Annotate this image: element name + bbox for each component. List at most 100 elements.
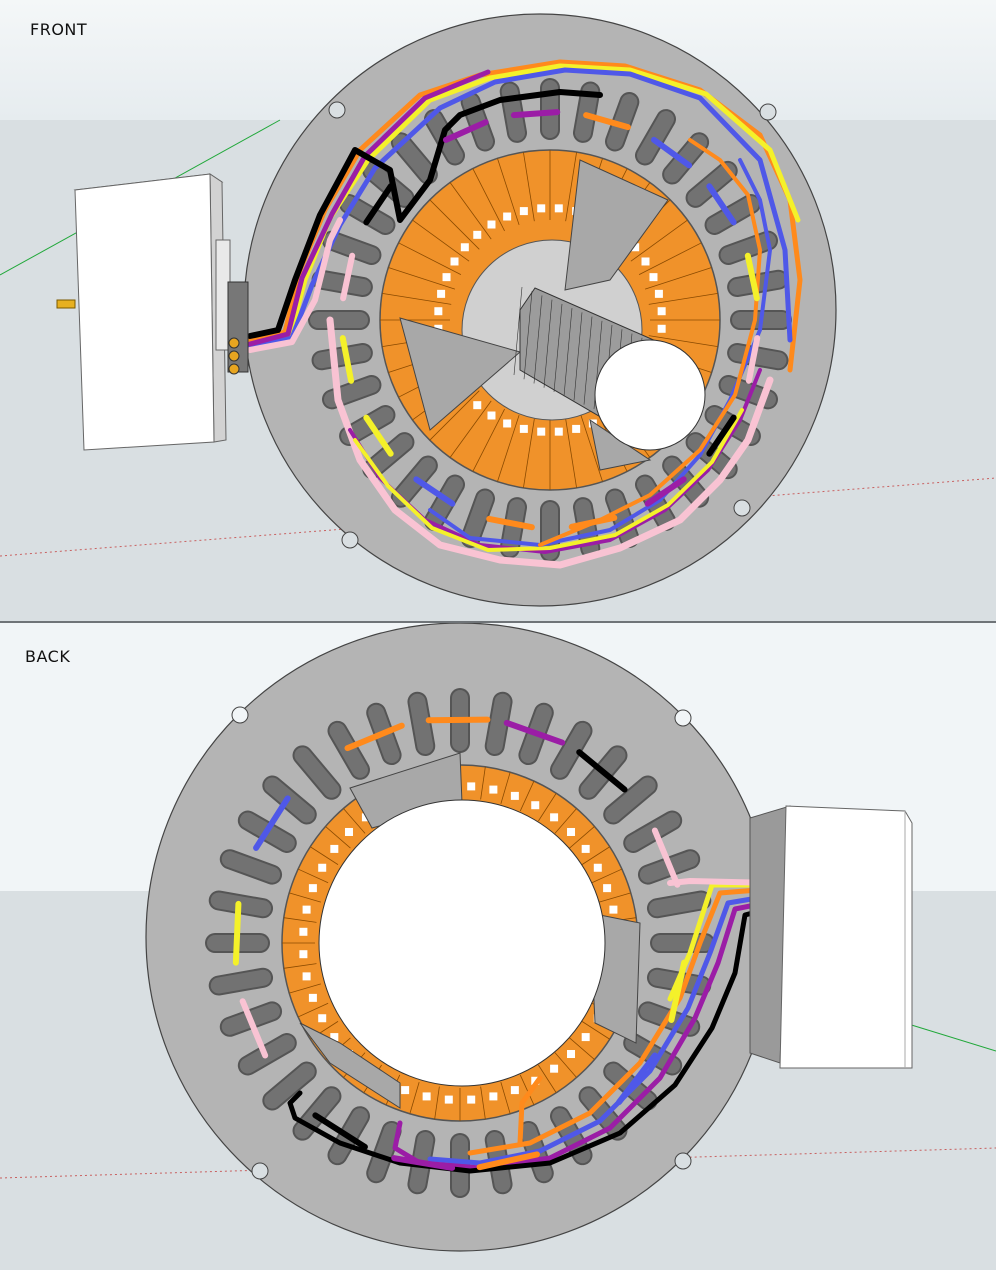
stator-slot-inner <box>294 747 340 798</box>
slot-jumper <box>253 795 291 851</box>
tooth-edge <box>599 892 631 903</box>
back-view-label: BACK <box>25 647 71 666</box>
slot-jumper <box>363 183 394 226</box>
tooth-edge <box>412 219 470 262</box>
back-view-drawing <box>0 623 996 1270</box>
tooth-gap <box>554 204 563 213</box>
slot-jumper <box>340 252 356 302</box>
shaft-end-face <box>594 339 706 451</box>
tooth-gap <box>473 401 482 410</box>
tooth-gap <box>510 1086 519 1095</box>
tooth-edge <box>538 793 557 822</box>
tooth-gap <box>467 782 476 791</box>
tooth-gap <box>581 844 590 853</box>
shaft-mesh-line <box>513 286 523 376</box>
stator-slot-inner <box>664 134 708 183</box>
tooth-gap <box>641 257 650 266</box>
tooth-gap <box>299 927 308 936</box>
panel-divider <box>0 621 996 623</box>
tooth-gap <box>460 243 469 252</box>
tooth-gap <box>567 827 576 836</box>
tooth-edge <box>449 400 492 458</box>
tooth-edge <box>538 1064 557 1093</box>
tooth-edge <box>644 267 712 290</box>
junction-box <box>56 173 249 451</box>
tooth-edge <box>289 892 321 903</box>
tooth-gap <box>581 1033 590 1042</box>
tooth-gap <box>308 993 317 1002</box>
blue-phase-wire <box>428 158 772 547</box>
slot-jumper <box>486 515 535 531</box>
tooth-edge <box>523 418 535 488</box>
slot-jumper <box>744 252 760 302</box>
black-lead-wire <box>247 89 603 339</box>
slot-jumper <box>232 900 242 966</box>
red-axis-line <box>0 477 996 557</box>
stator-slot-inner <box>313 344 371 369</box>
tooth-edge <box>500 772 511 804</box>
tooth-edge <box>497 414 520 482</box>
rotor-cutaway <box>299 1022 401 1109</box>
slot-jumper <box>583 112 631 131</box>
slot-jumper <box>568 514 618 530</box>
slot-jumper <box>312 1112 368 1150</box>
tooth-edge <box>648 335 718 347</box>
tooth-gap <box>489 785 498 794</box>
stator-slot-inner <box>368 1122 400 1182</box>
tooth-gap <box>318 863 327 872</box>
stator-slot-inner <box>341 196 394 233</box>
tooth-edge <box>569 826 595 849</box>
tooth-edge <box>398 242 462 275</box>
tooth-edge <box>297 1002 329 1018</box>
tooth-gap <box>302 972 311 981</box>
tooth-edge <box>310 846 339 865</box>
tooth-edge <box>409 1082 420 1114</box>
slot-jumper <box>391 1155 456 1171</box>
slot-jumper <box>443 119 489 143</box>
slot-jumper <box>476 1151 540 1171</box>
stator-slot-inner <box>486 693 511 755</box>
winding-wires <box>247 59 803 569</box>
tooth-edge <box>434 1086 440 1120</box>
slot-jumper <box>745 335 761 384</box>
tooth-edge <box>388 267 456 290</box>
orange-phase-wire <box>517 1075 543 1146</box>
front-view-panel: FRONT <box>0 0 996 622</box>
stator-slot-inner <box>210 969 272 994</box>
tooth-gap <box>537 204 546 213</box>
stator-slot-inner <box>552 722 591 778</box>
tooth-edge <box>497 158 520 226</box>
slot-jumpers <box>339 109 761 531</box>
black-lead-wire <box>287 904 778 1174</box>
stator-slot-inner <box>606 93 638 150</box>
tooth-gap <box>657 324 666 333</box>
tooth-gap <box>487 220 496 229</box>
rotor-shaft <box>513 286 706 451</box>
yellow-phase-wire <box>353 408 744 552</box>
tooth-gap <box>657 307 666 316</box>
rotor-cutaway <box>564 159 669 291</box>
slot-jumpers <box>232 716 688 1171</box>
tooth-edge <box>519 1074 535 1106</box>
tooth-gap <box>609 905 618 914</box>
stator-slot-inner <box>706 196 759 233</box>
green-axis-line <box>904 1022 996 1052</box>
junction-box <box>749 805 913 1069</box>
rotor-cutaway <box>399 317 522 431</box>
tooth-gap <box>422 1092 431 1101</box>
tooth-edge <box>591 868 623 884</box>
tooth-edge <box>569 1037 595 1060</box>
front-view-label: FRONT <box>30 20 88 39</box>
tooth-edge <box>382 293 452 305</box>
tooth-gap <box>572 424 581 433</box>
tooth-edge <box>429 390 480 441</box>
slot-jumper <box>668 959 688 1023</box>
tooth-edge <box>283 963 317 969</box>
tooth-edge <box>554 808 577 834</box>
shaft-mesh-line <box>533 295 543 384</box>
terminal-stud <box>56 299 76 309</box>
tooth-gap <box>510 791 519 800</box>
tooth-gap <box>442 273 451 282</box>
stator-slot-inner <box>323 232 380 264</box>
back-view-panel: BACK <box>0 623 996 1270</box>
